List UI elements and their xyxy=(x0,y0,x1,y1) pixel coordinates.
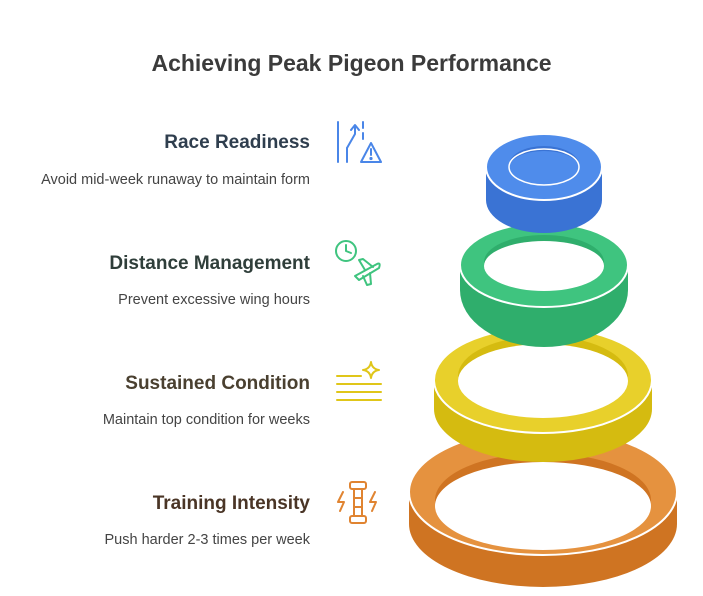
step-heading-race-readiness: Race Readiness xyxy=(164,132,310,153)
step-heading-training-intensity: Training Intensity xyxy=(152,493,310,514)
step-heading-sustained-condition: Sustained Condition xyxy=(125,373,310,394)
ring-race-readiness xyxy=(485,133,603,233)
ring-training-intensity xyxy=(408,428,678,587)
ring-sustained-condition xyxy=(433,326,653,462)
step-description-distance-management: Prevent excessive wing hours xyxy=(118,292,310,308)
step-heading-distance-management: Distance Management xyxy=(109,253,310,274)
clock-airplane-icon xyxy=(333,238,383,288)
step-description-race-readiness: Avoid mid-week runaway to maintain form xyxy=(41,172,310,188)
lines-sparkle-icon xyxy=(333,358,383,408)
diagram-title: Achieving Peak Pigeon Performance xyxy=(151,50,552,76)
step-description-sustained-condition: Maintain top condition for weeks xyxy=(102,412,310,428)
intensity-bolts-icon xyxy=(333,478,383,528)
road-warning-icon xyxy=(333,118,383,168)
step-description-training-intensity: Push harder 2-3 times per week xyxy=(104,532,310,548)
ring-distance-management xyxy=(459,222,629,347)
